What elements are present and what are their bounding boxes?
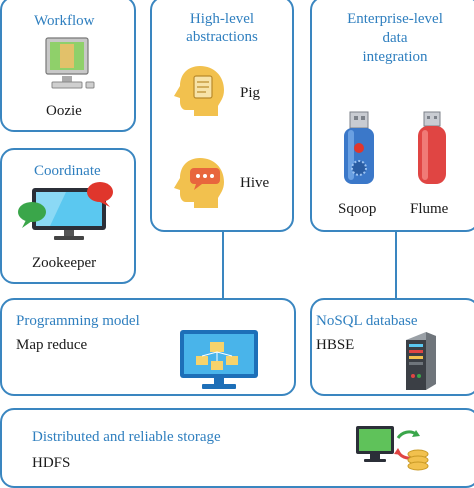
monitor-chat-bubbles-icon	[18, 182, 113, 240]
storage-title: Distributed and reliable storage	[32, 429, 221, 445]
usb-drive-red-icon	[418, 111, 446, 184]
server-icon	[406, 332, 436, 390]
high-level-abstractions-box: High-level abstractions Pig Hive	[150, 0, 294, 232]
head-chat-icon	[174, 158, 224, 208]
high-level-title-line2: abstractions	[186, 29, 258, 45]
coordinate-box: Coordinate Zookeeper	[0, 148, 136, 284]
programming-model-box: Programming model Map reduce	[0, 298, 296, 396]
nosql-title: NoSQL database	[316, 313, 418, 329]
pig-label: Pig	[240, 85, 261, 101]
distributed-storage-box: Distributed and reliable storage HDFS	[0, 408, 474, 488]
nosql-tool-label: HBSE	[316, 337, 355, 353]
monitor-folders-icon	[180, 330, 258, 389]
hive-label: Hive	[240, 175, 270, 191]
monitor-sync-coins-icon	[356, 426, 429, 471]
enterprise-title-line3: integration	[362, 49, 428, 65]
enterprise-title-line2: data	[382, 30, 408, 46]
workflow-box: Workflow Oozie	[0, 0, 136, 132]
monitor-icon	[45, 37, 95, 89]
coordinate-title: Coordinate	[34, 163, 101, 179]
enterprise-integration-box: Enterprise-level data integration Sqoop …	[310, 0, 474, 232]
sqoop-label: Sqoop	[338, 201, 377, 217]
connector-abstractions-to-programming	[222, 230, 224, 298]
flume-label: Flume	[410, 201, 449, 217]
usb-drive-blue-icon	[344, 111, 374, 184]
nosql-database-box: NoSQL database HBSE	[310, 298, 474, 396]
enterprise-title-line1: Enterprise-level	[347, 11, 443, 27]
connector-integration-to-nosql	[395, 232, 397, 298]
high-level-title-line1: High-level	[189, 11, 255, 27]
head-document-icon	[174, 66, 224, 116]
workflow-title: Workflow	[34, 13, 95, 29]
storage-tool-label: HDFS	[32, 455, 71, 471]
programming-tool-label: Map reduce	[16, 337, 88, 353]
programming-title: Programming model	[16, 313, 140, 329]
workflow-tool-label: Oozie	[46, 103, 82, 119]
coordinate-tool-label: Zookeeper	[32, 255, 97, 271]
